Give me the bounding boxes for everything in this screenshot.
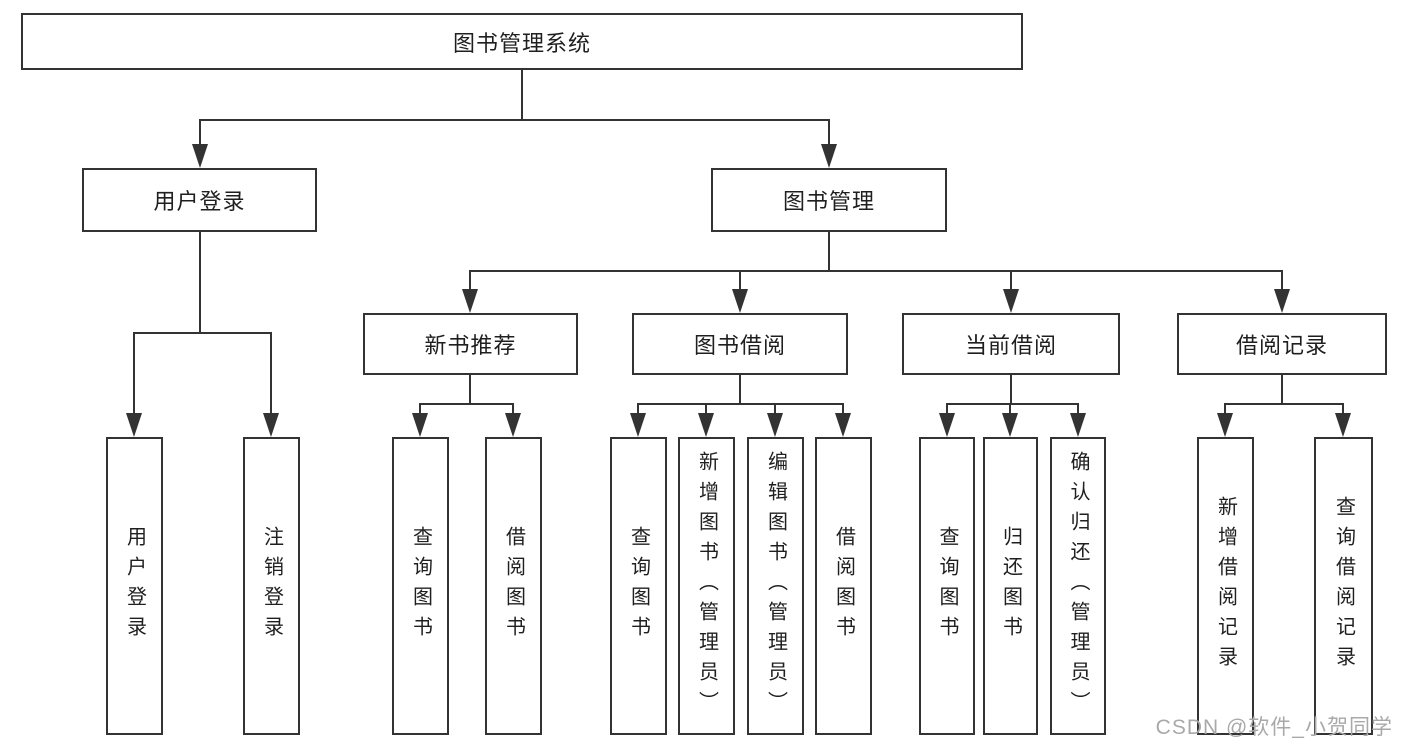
node-label: 注销登录 [260,526,283,646]
node-label: 归还图书 [999,526,1022,646]
node-user-login: 用户登录 [82,168,317,232]
node-label: 新增图书（管理员） [695,451,718,721]
node-label: 图书借阅 [693,333,786,358]
node-label: 图书管理 [782,189,875,214]
node-label: 借阅图书 [832,526,855,646]
node-label: 查询图书 [409,526,432,646]
node-borrow-records: 借阅记录 [1177,313,1387,375]
leaf-query-books-recommend: 查询图书 [392,437,449,735]
node-label: 图书管理系统 [452,30,591,56]
node-label: 新书推荐 [424,333,517,358]
node-label: 编辑图书（管理员） [764,451,787,721]
node-label: 借阅记录 [1235,333,1328,358]
node-label: 用户登录 [153,189,246,214]
node-current-borrow: 当前借阅 [902,313,1120,375]
leaf-confirm-return-admin: 确认归还（管理员） [1050,437,1106,735]
arrowheads [126,144,1351,437]
node-label: 当前借阅 [964,333,1057,358]
node-label: 借阅图书 [502,526,525,646]
node-label: 确认归还（管理员） [1067,451,1089,721]
leaf-query-borrow-record: 查询借阅记录 [1314,437,1373,735]
node-book-management: 图书管理 [711,168,947,232]
leaf-borrow-books: 借阅图书 [815,437,872,735]
csdn-watermark: CSDN @软件_小贺同学 [1155,716,1393,739]
leaf-user-login: 用户登录 [106,437,163,735]
node-new-book-recommend: 新书推荐 [363,313,578,375]
node-label: 查询借阅记录 [1332,496,1355,676]
leaf-query-books-borrow: 查询图书 [610,437,667,735]
leaf-return-book: 归还图书 [983,437,1038,735]
node-label: 用户登录 [123,526,146,646]
node-label: 查询图书 [627,526,650,646]
leaf-add-borrow-record: 新增借阅记录 [1197,437,1254,735]
node-label: 新增借阅记录 [1214,496,1237,676]
node-label: 查询图书 [936,526,958,646]
leaf-add-book-admin: 新增图书（管理员） [678,437,735,735]
leaf-query-books-current: 查询图书 [919,437,975,735]
leaf-logout: 注销登录 [243,437,300,735]
leaf-edit-book-admin: 编辑图书（管理员） [747,437,804,735]
node-root-system: 图书管理系统 [21,13,1023,70]
leaf-borrow-books-recommend: 借阅图书 [485,437,542,735]
node-book-borrow: 图书借阅 [632,313,848,375]
